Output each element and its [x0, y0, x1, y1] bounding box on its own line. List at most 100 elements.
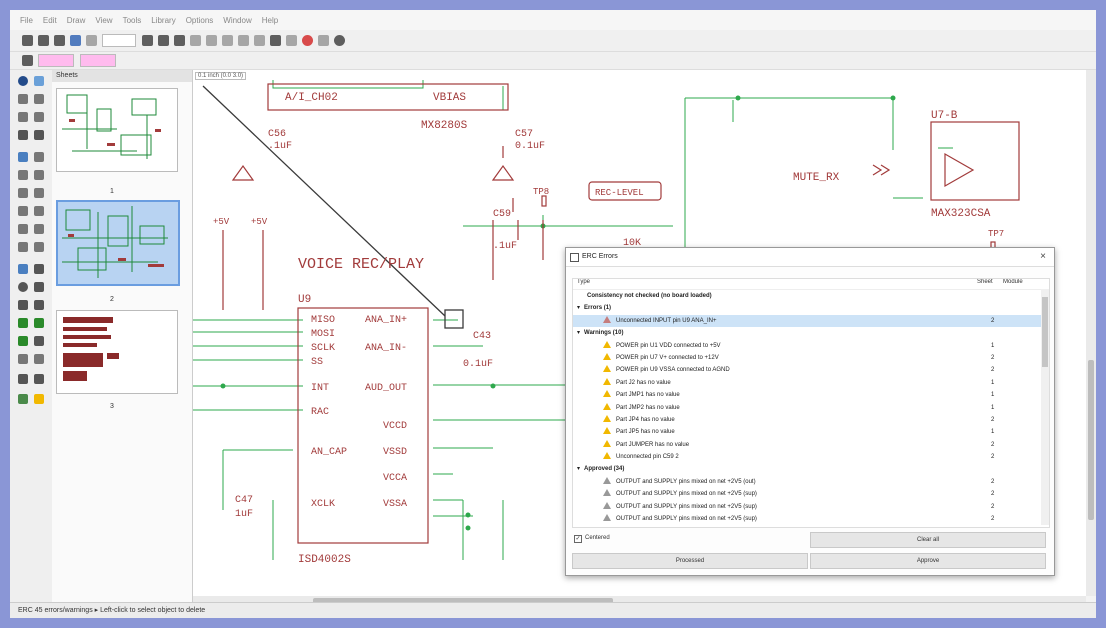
info-icon[interactable]	[18, 76, 28, 86]
horizontal-scrollbar[interactable]	[193, 596, 1086, 606]
erc-row[interactable]: ▾Approved (34)	[573, 463, 1049, 475]
name-icon[interactable]	[34, 188, 44, 198]
erc-row[interactable]: Unconnected INPUT pin U9 ANA_IN+2	[573, 314, 1049, 328]
text-icon[interactable]	[34, 264, 44, 274]
arc-icon[interactable]	[34, 282, 44, 292]
col-type[interactable]: Type	[577, 279, 591, 285]
invoke-icon[interactable]	[18, 242, 28, 252]
erc-row[interactable]: OUTPUT and SUPPLY pins mixed on net +2V5…	[573, 501, 1049, 513]
errors-icon[interactable]	[34, 374, 44, 384]
junction-icon[interactable]	[18, 336, 28, 346]
group-icon[interactable]	[18, 130, 28, 140]
zoom-out-icon[interactable]	[206, 35, 217, 46]
checkbox-box[interactable]: ✓	[574, 535, 582, 543]
new-icon[interactable]	[22, 35, 33, 46]
save-icon[interactable]	[54, 35, 65, 46]
rotate-icon[interactable]	[34, 112, 44, 122]
chevron-down-icon[interactable]: ▾	[577, 330, 581, 337]
go-icon[interactable]	[318, 35, 329, 46]
zoom-in-icon[interactable]	[190, 35, 201, 46]
erc-row[interactable]: ▾Errors (1)	[573, 302, 1049, 314]
centered-checkbox[interactable]: ✓Centered	[574, 535, 610, 543]
list-scrollbar[interactable]	[1041, 289, 1049, 525]
menu-options[interactable]: Options	[185, 15, 214, 25]
open-icon[interactable]	[38, 35, 49, 46]
erc-row[interactable]: OUTPUT and SUPPLY pins mixed on net +2V5…	[573, 488, 1049, 500]
warning-icon[interactable]	[34, 394, 44, 404]
chevron-down-icon[interactable]: ▾	[577, 305, 581, 312]
menu-file[interactable]: File	[20, 15, 33, 25]
cam-icon[interactable]	[174, 35, 185, 46]
layer-icon[interactable]	[142, 35, 153, 46]
net-icon[interactable]	[34, 318, 44, 328]
attribute-icon[interactable]	[18, 354, 28, 364]
vertical-scrollbar[interactable]	[1086, 70, 1096, 596]
dimension-icon[interactable]	[34, 354, 44, 364]
menu-library[interactable]: Library	[151, 15, 176, 25]
script-icon[interactable]	[86, 35, 97, 46]
board-icon[interactable]	[158, 35, 169, 46]
add-icon[interactable]	[34, 152, 44, 162]
approve-button[interactable]: Approve	[810, 553, 1046, 569]
sheet-thumb-2[interactable]	[56, 200, 180, 286]
erc-row[interactable]: OUTPUT and SUPPLY pins mixed on net +2V5…	[573, 476, 1049, 488]
sheet-thumb-3[interactable]	[56, 310, 178, 394]
menu-edit[interactable]: Edit	[42, 15, 57, 25]
print-icon[interactable]	[70, 35, 81, 46]
circle-icon[interactable]	[18, 282, 28, 292]
rect-icon[interactable]	[18, 300, 28, 310]
menu-view[interactable]: View	[95, 15, 113, 25]
layer-select[interactable]	[38, 54, 74, 67]
erc-row[interactable]: Consistency not checked (no board loaded…	[573, 290, 1049, 302]
erc-row[interactable]: ▾Warnings (10)	[573, 327, 1049, 339]
polygon-icon[interactable]	[34, 300, 44, 310]
zoom-select-icon[interactable]	[238, 35, 249, 46]
style-select[interactable]	[80, 54, 116, 67]
label-icon[interactable]	[34, 336, 44, 346]
optimize-icon[interactable]	[34, 242, 44, 252]
run-icon[interactable]	[18, 394, 28, 404]
redo-icon[interactable]	[286, 35, 297, 46]
zoom-fit-icon[interactable]	[222, 35, 233, 46]
chevron-down-icon[interactable]: ▾	[577, 466, 581, 473]
col-module[interactable]: Module	[1003, 279, 1023, 285]
change-icon[interactable]	[34, 130, 44, 140]
grid-select[interactable]	[102, 34, 136, 47]
pinswap-icon[interactable]	[18, 170, 28, 180]
wire-icon[interactable]	[18, 264, 28, 274]
menu-tools[interactable]: Tools	[122, 15, 142, 25]
zoom-redraw-icon[interactable]	[254, 35, 265, 46]
erc-row[interactable]: OUTPUT and SUPPLY pins mixed on net +2V5…	[573, 513, 1049, 525]
delete-icon[interactable]	[18, 152, 28, 162]
clear-all-button[interactable]: Clear all	[810, 532, 1046, 548]
move-icon[interactable]	[18, 94, 28, 104]
grid-icon[interactable]	[22, 55, 33, 66]
bus-icon[interactable]	[18, 318, 28, 328]
menu-window[interactable]: Window	[223, 15, 252, 25]
copy-icon[interactable]	[34, 94, 44, 104]
undo-icon[interactable]	[270, 35, 281, 46]
processed-button[interactable]: Processed	[572, 553, 808, 569]
mirror-icon[interactable]	[18, 112, 28, 122]
miter-icon[interactable]	[18, 224, 28, 234]
menu-draw[interactable]: Draw	[66, 15, 86, 25]
erc-icon[interactable]	[18, 374, 28, 384]
gateswap-icon[interactable]	[34, 170, 44, 180]
show-icon[interactable]	[34, 76, 44, 86]
sheet-thumb-1[interactable]	[56, 88, 178, 172]
split-icon[interactable]	[34, 224, 44, 234]
menu-help[interactable]: Help	[261, 15, 279, 25]
erc-list[interactable]: Type Sheet Module Consistency not checke…	[572, 278, 1050, 528]
col-sheet[interactable]: Sheet	[977, 279, 993, 285]
replace-icon[interactable]	[18, 188, 28, 198]
close-icon[interactable]: ×	[1040, 251, 1046, 262]
value-icon[interactable]	[18, 206, 28, 216]
